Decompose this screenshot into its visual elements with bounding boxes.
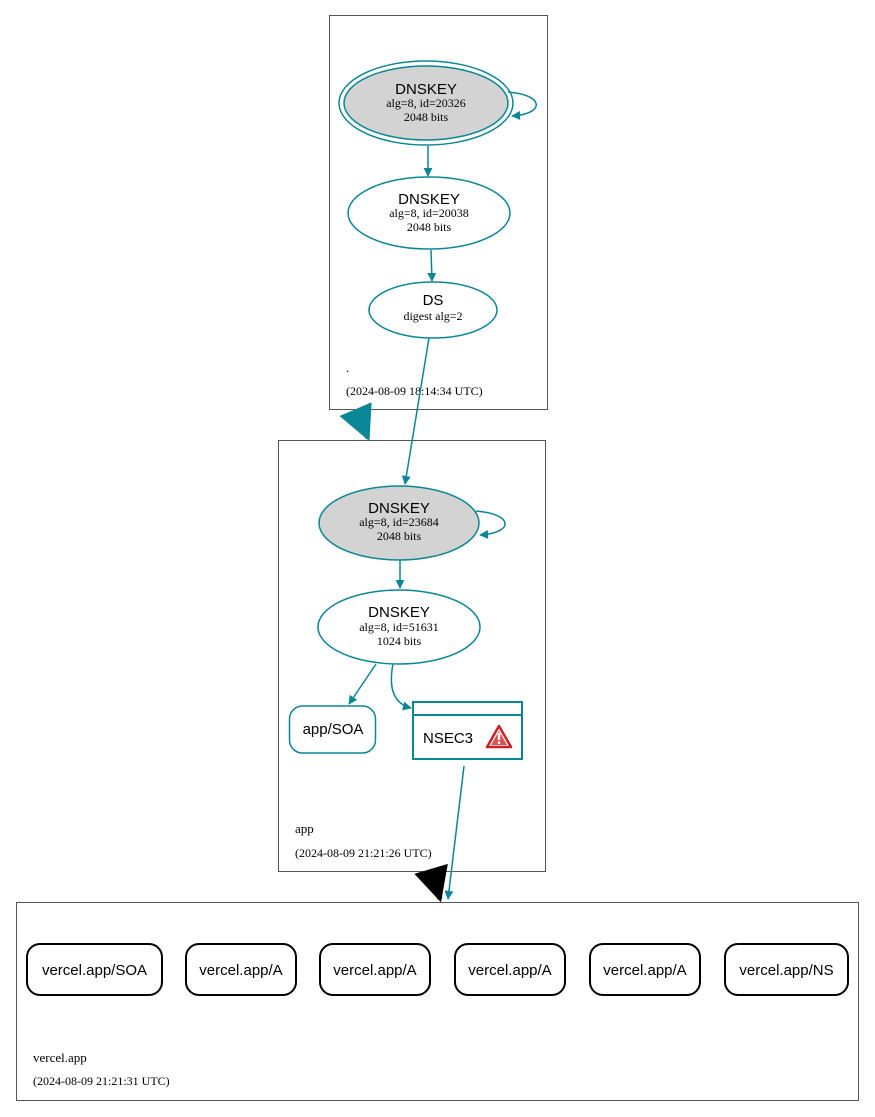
- vercel-record-label: vercel.app/A: [468, 962, 551, 979]
- app-nsec3-to-vercel-edge: [444, 765, 465, 900]
- vercel-ns-node[interactable]: vercel.app/NS: [724, 943, 849, 996]
- zone-app: DNSKEY alg=8, id=23684 2048 bits DNSKEY …: [278, 440, 546, 872]
- vercel-record-label: vercel.app/A: [333, 962, 416, 979]
- zone-vercel-name: vercel.app: [33, 1050, 87, 1065]
- vercel-record-label: vercel.app/SOA: [42, 962, 147, 979]
- app-ksk-line1: alg=8, id=23684: [359, 515, 439, 529]
- app-zsk-line1: alg=8, id=51631: [359, 620, 439, 634]
- zone-root: DNSKEY alg=8, id=20326 2048 bits DNSKEY …: [329, 15, 548, 410]
- root-ds-title: DS: [423, 292, 444, 309]
- root-zsk-line2: 2048 bits: [407, 220, 452, 234]
- root-zsk-node[interactable]: DNSKEY alg=8, id=20038 2048 bits: [347, 176, 511, 250]
- zone-vercel: vercel.app/SOA vercel.app/A vercel.app/A…: [16, 902, 859, 1101]
- app-nsec3-label: NSEC3: [423, 730, 473, 747]
- root-ksk-line2: 2048 bits: [404, 110, 449, 124]
- root-ksk-line1: alg=8, id=20326: [386, 96, 466, 110]
- root-ds-line1: digest alg=2: [403, 309, 462, 323]
- zone-app-name: app: [295, 821, 314, 836]
- app-zsk-to-nsec3-edge: [390, 663, 412, 711]
- vercel-record-label: vercel.app/A: [199, 962, 282, 979]
- app-ksk-title: DNSKEY: [368, 500, 430, 517]
- root-to-app-delegation-edge: [339, 402, 372, 442]
- vercel-record-label: vercel.app/A: [603, 962, 686, 979]
- root-zsk-to-ds-edge: [427, 249, 437, 282]
- vercel-a-node[interactable]: vercel.app/A: [454, 943, 566, 996]
- root-zsk-line1: alg=8, id=20038: [389, 206, 469, 220]
- root-ds-to-app-ksk-edge: [401, 337, 430, 485]
- vercel-a-node[interactable]: vercel.app/A: [589, 943, 701, 996]
- app-ksk-self-loop: [475, 510, 506, 540]
- app-to-vercel-delegation-edge: [414, 863, 448, 903]
- app-soa-node[interactable]: app/SOA: [288, 705, 377, 754]
- vercel-soa-node[interactable]: vercel.app/SOA: [26, 943, 163, 996]
- vercel-a-node[interactable]: vercel.app/A: [185, 943, 297, 996]
- root-ksk-title: DNSKEY: [395, 81, 457, 98]
- root-ds-node[interactable]: DS digest alg=2: [368, 281, 498, 339]
- zone-app-timestamp: (2024-08-09 21:21:26 UTC): [295, 846, 432, 860]
- app-nsec3-node[interactable]: NSEC3: [412, 701, 523, 760]
- app-ksk-node[interactable]: DNSKEY alg=8, id=23684 2048 bits: [318, 485, 480, 561]
- warning-triangle-icon: [485, 724, 513, 749]
- app-ksk-line2: 2048 bits: [377, 529, 422, 543]
- root-ksk-node[interactable]: DNSKEY alg=8, id=20326 2048 bits: [338, 60, 514, 146]
- zone-vercel-timestamp: (2024-08-09 21:21:31 UTC): [33, 1074, 170, 1088]
- zone-app-box: [278, 440, 546, 872]
- app-soa-label: app/SOA: [303, 721, 364, 738]
- vercel-a-node[interactable]: vercel.app/A: [319, 943, 431, 996]
- zone-root-box: [329, 15, 548, 410]
- app-zsk-to-soa-edge: [348, 663, 377, 705]
- app-zsk-node[interactable]: DNSKEY alg=8, id=51631 1024 bits: [317, 589, 481, 665]
- root-ksk-self-loop: [507, 91, 537, 120]
- app-zsk-line2: 1024 bits: [377, 634, 422, 648]
- zone-root-timestamp: (2024-08-09 18:14:34 UTC): [346, 384, 483, 398]
- root-zsk-title: DNSKEY: [398, 191, 460, 208]
- zone-root-name: .: [346, 360, 349, 375]
- app-zsk-title: DNSKEY: [368, 604, 430, 621]
- zone-vercel-box: [16, 902, 859, 1101]
- vercel-record-label: vercel.app/NS: [739, 962, 833, 979]
